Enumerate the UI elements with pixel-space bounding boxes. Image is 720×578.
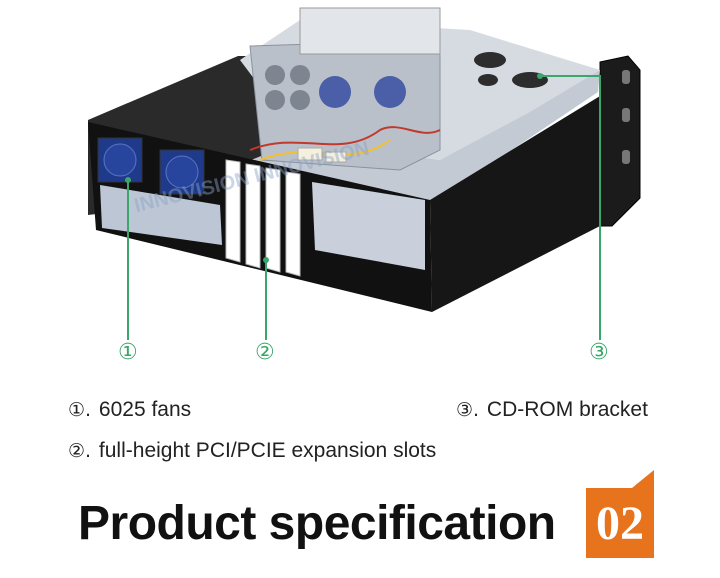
legend-item-expansion-slots: ②. full-height PCI/PCIE expansion slots [68, 439, 436, 463]
legend-text: full-height PCI/PCIE expansion slots [98, 439, 437, 462]
chassis-right-wall [430, 96, 600, 312]
legend-marker: ③. [456, 399, 480, 421]
legend-marker: ②. [68, 440, 92, 462]
legend-text: 6025 fans [98, 398, 192, 421]
drive-cage-hole [290, 90, 310, 110]
cd-rom-bracket-hole [474, 52, 506, 68]
expansion-slots [225, 159, 301, 277]
drive-cage-hole [265, 90, 285, 110]
drive-cage-hole [290, 65, 310, 85]
rack-ear-hole [622, 70, 630, 84]
legend-item-fans: ①. 6025 fans [68, 398, 191, 422]
section-title: Product specification [78, 497, 556, 550]
legend-marker: ①. [68, 399, 92, 421]
drive-cage-hole [265, 65, 285, 85]
callout-leader-3 [540, 75, 601, 340]
cd-rom-bracket-hole [512, 72, 548, 88]
section-number: 02 [596, 497, 644, 550]
psu-top [299, 7, 441, 55]
callout-marker-2: ② [255, 340, 275, 365]
cd-rom-bracket-hole [478, 74, 498, 86]
callout-marker-1: ① [118, 340, 138, 365]
connector [297, 147, 323, 161]
rack-ear-hole [622, 150, 630, 164]
io-cutout [100, 185, 222, 245]
server-chassis-illustration: INNOVISION INNOVISION [88, 7, 641, 340]
inner-fan [374, 76, 406, 108]
connector [325, 151, 347, 163]
legend-item-cd-rom: ③. CD-ROM bracket [456, 398, 648, 422]
psu-opening [312, 182, 425, 270]
rack-ear [599, 55, 641, 227]
inner-fan [319, 76, 351, 108]
cables [249, 126, 441, 151]
rack-ear-hole [622, 108, 630, 122]
section-number-badge [586, 488, 654, 558]
legend-text: CD-ROM bracket [486, 398, 648, 421]
callout-marker-3: ③ [589, 340, 609, 365]
badge-notch [632, 470, 654, 488]
